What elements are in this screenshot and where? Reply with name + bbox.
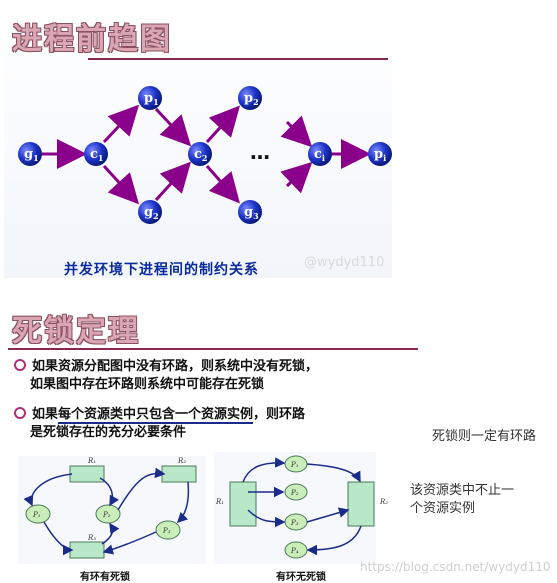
note-multiple-instances: 该资源类中不止一 个资源实例 xyxy=(410,482,514,518)
caption-left: 有环有死锁 xyxy=(80,572,130,583)
bullet-2-part-c: ，则环路 xyxy=(253,407,306,422)
resource-r1 xyxy=(69,465,105,483)
process-p2-right xyxy=(284,483,308,501)
label-r1: R₁ xyxy=(87,457,96,465)
label-p2: P₂ xyxy=(102,511,111,519)
label-r3: R₃ xyxy=(87,534,96,542)
bullet-2-part-a: 如果 xyxy=(32,407,59,422)
bullet-2-line-2: 是死锁存在的充分必要条件 xyxy=(30,425,187,440)
note-2-line-2: 个资源实例 xyxy=(410,501,476,516)
label-r2-right: R₂ xyxy=(379,498,388,506)
slide1-title: 进程前趋图 xyxy=(12,22,172,57)
edge-in-ci-bottom xyxy=(280,161,313,194)
bullet-1: 如果资源分配图中没有环路，则系统中没有死锁， 如果图中存在环路则系统中可能存在死… xyxy=(14,358,404,394)
slide1-caption: 并发环境下进程间的制约关系 xyxy=(64,262,259,278)
process-p2 xyxy=(95,504,121,524)
edge-c1-p1 xyxy=(102,104,140,144)
ellipsis: … xyxy=(250,140,270,164)
label-p3: P₃ xyxy=(162,527,171,535)
note-2-line-1: 该资源类中不止一 xyxy=(410,483,515,498)
precedence-graph: g1 c1 p1 g2 c2 p2 g3 ci pi … xyxy=(18,86,392,224)
bullet-dot-icon xyxy=(14,406,26,419)
node-c1: c1 xyxy=(84,142,108,166)
node-g1: g1 xyxy=(18,142,42,166)
node-g2: g2 xyxy=(138,200,162,224)
edge-in-ci-top xyxy=(280,115,313,148)
process-p1 xyxy=(25,504,51,524)
caption-right: 有环无死锁 xyxy=(276,572,326,583)
node-pi: pi xyxy=(368,142,392,166)
label-r2: R₂ xyxy=(177,457,186,465)
resource-r1-right xyxy=(229,481,257,527)
label-p1-right: P₁ xyxy=(290,461,299,469)
slide1-title-rule xyxy=(88,58,388,60)
process-p3 xyxy=(155,520,181,540)
deadlock-theorem-slide: 死锁定理 如果资源分配图中没有环路，则系统中没有死锁， 如果图中存在环路则系统中… xyxy=(4,300,418,583)
rag-deadlock-diagram: R₁ R₂ R₃ P₁ P₂ P₃ xyxy=(18,456,206,564)
node-label-ci: ci xyxy=(314,147,325,163)
edge-c2-p2 xyxy=(205,105,241,144)
bullet-1-line-2: 如果图中存在环路则系统中可能存在死锁 xyxy=(30,377,265,392)
resource-r2 xyxy=(161,465,197,483)
resource-r3 xyxy=(69,541,105,559)
bullet-dot-icon xyxy=(14,358,26,371)
bullet-2: 如果每个资源类中只包含一个资源实例，则环路 是死锁存在的充分必要条件 xyxy=(14,406,404,442)
precedence-graph-slide: 进程前趋图 g1 c1 p1 g2 c2 p2 g3 ci pi xyxy=(4,6,392,278)
edge-c1-g2 xyxy=(102,164,140,205)
label-p3-right: P₃ xyxy=(290,519,299,527)
slide2-title-rule xyxy=(8,348,418,350)
bullet-2-underlined: 每个资源类中只包含一个资源实例 xyxy=(58,407,254,424)
node-g3: g3 xyxy=(238,200,262,224)
slide2-watermark: https://blog.csdn.net/wydyd110 xyxy=(360,560,551,574)
node-ci: ci xyxy=(308,142,332,166)
node-p2: p2 xyxy=(238,86,262,110)
note-cycle-required: 死锁则一定有环路 xyxy=(432,429,537,444)
slide1-watermark: @wydyd110 xyxy=(304,255,385,270)
node-p1: p1 xyxy=(138,86,162,110)
label-r1-right: R₁ xyxy=(215,498,224,506)
node-c2: c2 xyxy=(188,142,212,166)
label-p4-right: P₄ xyxy=(290,547,299,555)
edge-p1-c2 xyxy=(154,107,192,147)
label-p1: P₁ xyxy=(32,511,41,519)
resource-r2-right xyxy=(347,481,375,527)
slide2-title: 死锁定理 xyxy=(12,314,140,349)
bullet-1-line-1: 如果资源分配图中没有环路，则系统中没有死锁， xyxy=(32,359,319,374)
edge-g2-c2 xyxy=(154,161,192,202)
label-p2-right: P₂ xyxy=(290,489,299,497)
rag-no-deadlock-diagram: R₁ R₂ P₁ P₂ P₃ P₄ xyxy=(214,452,388,564)
edge-c2-g3 xyxy=(205,165,240,204)
